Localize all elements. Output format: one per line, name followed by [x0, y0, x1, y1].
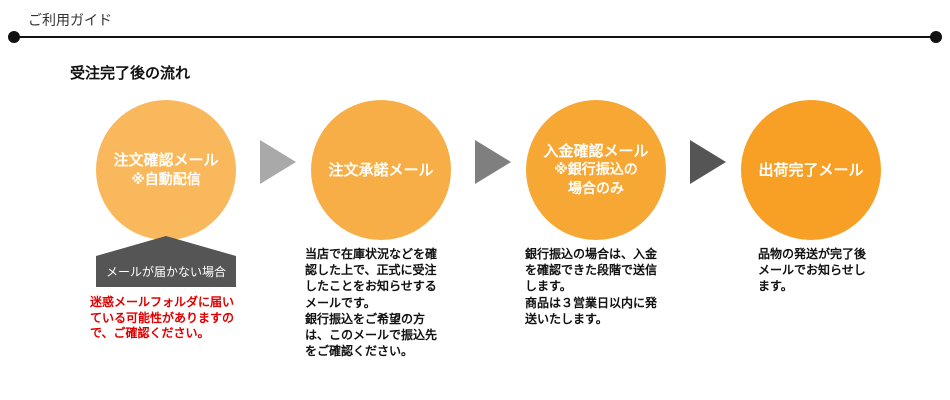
step-description-payment: 銀行振込の場合は、入金 を確認できた段階で送信 します。 商品は３営業日以内に発…: [525, 247, 658, 326]
section-title: 受注完了後の流れ: [70, 64, 191, 82]
step-shipping-complete: 出荷完了メール: [741, 100, 881, 240]
step-sublabel: 場合のみ: [568, 181, 624, 198]
step-sublabel: ※自動配信: [131, 171, 201, 188]
step-description-acceptance: 当店で在庫状況などを確 認した上で、正式に受注 したことをお知らせする メールで…: [305, 247, 438, 359]
arrow-right-icon: [260, 140, 296, 184]
step-order-acceptance: 注文承諾メール: [311, 100, 451, 240]
step-payment-confirmation: 入金確認メール ※銀行振込の 場合のみ: [526, 100, 666, 240]
step-label: 出荷完了メール: [758, 160, 864, 179]
step-label: 注文確認メール: [113, 151, 219, 170]
header-rule: [12, 36, 938, 38]
step-label: 入金確認メール: [543, 141, 649, 160]
step-label: 注文承諾メール: [328, 160, 434, 179]
rule-right-dot: [930, 31, 942, 43]
arrow-right-icon: [690, 140, 726, 184]
step-sublabel: ※銀行振込の: [554, 162, 638, 179]
notice-warning-text: 迷惑メールフォルダに届い ている可能性がありますの で、ご確認ください。: [90, 295, 235, 341]
step-order-confirmation: 注文確認メール ※自動配信: [96, 100, 236, 240]
arrow-right-icon: [475, 140, 511, 184]
page-header-title: ご利用ガイド: [28, 13, 112, 29]
step-description-shipping: 品物の発送が完了後 メールでお知らせし ます。: [758, 247, 867, 294]
notice-badge-arrow: [96, 236, 236, 256]
notice-badge: メールが届かない場合: [96, 236, 236, 287]
notice-badge-label: メールが届かない場合: [96, 256, 236, 287]
